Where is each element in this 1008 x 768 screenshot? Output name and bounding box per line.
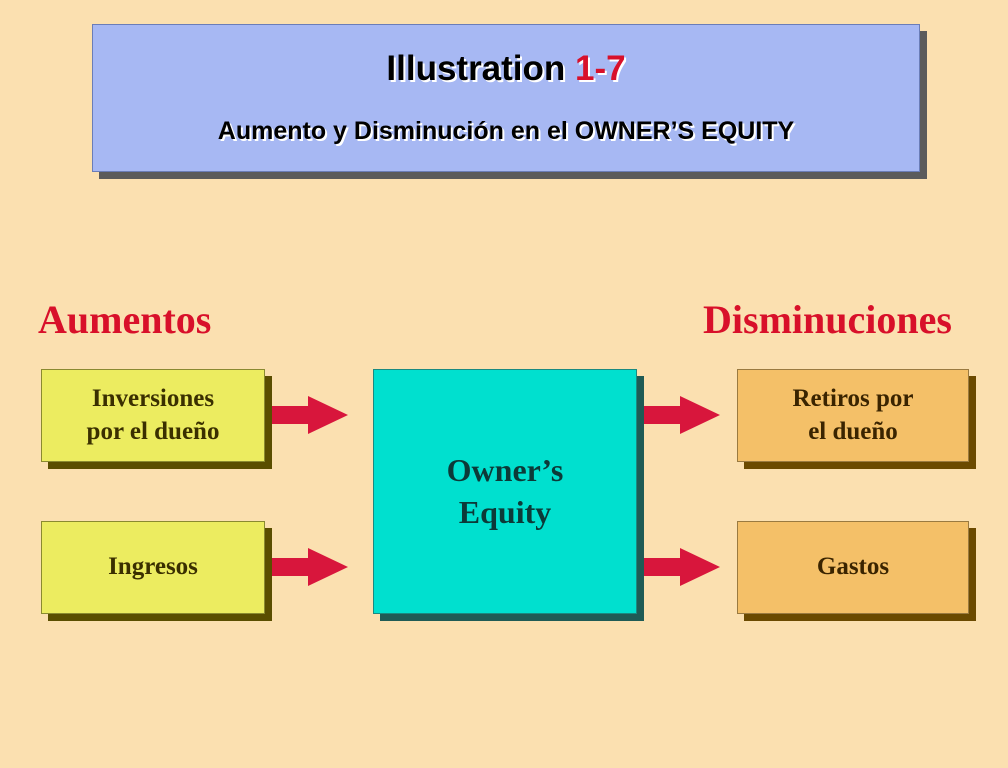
expenses-box: Gastos (737, 521, 969, 614)
arrow-right-icon (644, 548, 720, 586)
illustration-title: Illustration 1-7 (93, 49, 919, 89)
arrow-right-icon (272, 396, 348, 434)
title-box: Illustration 1-7 Aumento y Disminución e… (92, 24, 920, 172)
increases-heading: Aumentos (38, 297, 212, 342)
owner-withdrawals-box: Retiros por el dueño (737, 369, 969, 462)
arrow-right-icon (644, 396, 720, 434)
revenues-box: Ingresos (41, 521, 265, 614)
illustration-number: 1-7 (575, 49, 626, 88)
owners-equity-box: Owner’s Equity (373, 369, 637, 614)
owner-investments-box: Inversiones por el dueño (41, 369, 265, 462)
arrow-right-icon (272, 548, 348, 586)
decreases-heading: Disminuciones (703, 297, 952, 342)
illustration-subtitle: Aumento y Disminución en el OWNER’S EQUI… (217, 117, 795, 145)
illustration-title-prefix: Illustration (386, 49, 576, 88)
